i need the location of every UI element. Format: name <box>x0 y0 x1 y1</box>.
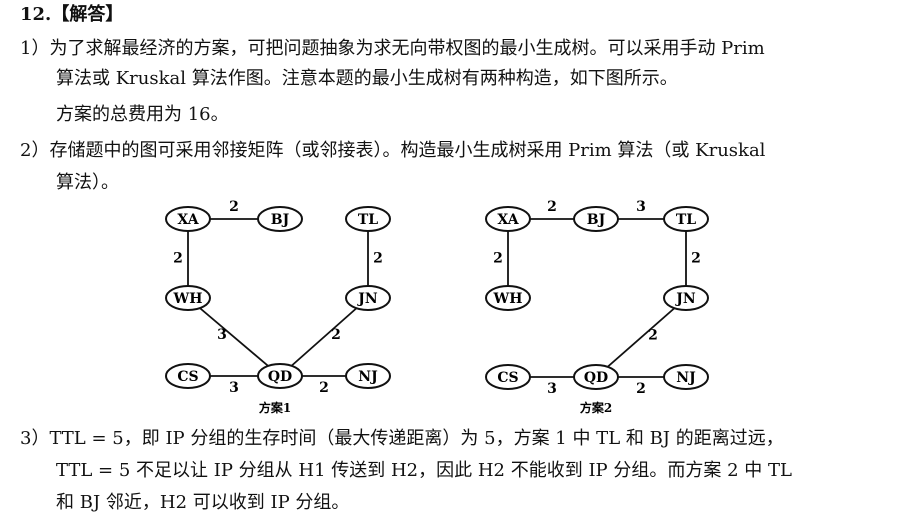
para3-line3: 和 BJ 邻近，H2 可以收到 IP 分组。 <box>56 492 350 513</box>
node-nj <box>663 364 709 390</box>
para1-line2: 算法或 Kruskal 算法作图。注意本题的最小生成树有两种构造，如下图所示。 <box>56 68 678 89</box>
node-label-cs: CS <box>177 369 198 385</box>
edge-weight-tl-jn: 2 <box>373 251 383 267</box>
node-cs <box>485 364 531 390</box>
node-jn <box>663 285 709 311</box>
node-label-xa: XA <box>497 212 519 228</box>
node-tl <box>663 206 709 232</box>
node-label-bj: BJ <box>587 212 606 228</box>
edge-weight-qd-nj: 2 <box>319 380 329 396</box>
edge-weight-xa-bj: 2 <box>229 199 239 215</box>
node-cs <box>165 363 211 389</box>
para1-line3: 方案的总费用为 16。 <box>56 104 229 125</box>
node-label-jn: JN <box>356 291 378 307</box>
node-nj <box>345 363 391 389</box>
node-label-jn: JN <box>674 291 696 307</box>
para3-line2: TTL = 5 不足以让 IP 分组从 H1 传送到 H2，因此 H2 不能收到… <box>56 460 792 481</box>
node-label-tl: TL <box>676 212 696 228</box>
node-bj <box>257 206 303 232</box>
heading: 12.【解答】 <box>20 4 124 25</box>
edge-jn-qd <box>279 297 369 377</box>
node-label-bj: BJ <box>271 212 290 228</box>
node-label-cs: CS <box>497 370 518 386</box>
node-label-xa: XA <box>177 212 199 228</box>
para2-line1: 2）存储题中的图可采用邻接矩阵（或邻接表）。构造最小生成树采用 Prim 算法（… <box>20 140 766 161</box>
edge-weight-xa-bj: 2 <box>547 199 557 215</box>
edge-weight-wh-qd: 3 <box>217 327 227 343</box>
node-jn <box>345 285 391 311</box>
node-tl <box>345 206 391 232</box>
para3-line1: 3）TTL = 5，即 IP 分组的生存时间（最大传递距离）为 5，方案 1 中… <box>20 428 784 449</box>
edge-weight-jn-qd: 2 <box>331 327 341 343</box>
edge-weight-xa-wh: 2 <box>493 251 503 267</box>
edge-weight-bj-tl: 3 <box>636 199 646 215</box>
para1-line1: 1）为了求解最经济的方案，可把问题抽象为求无向带权图的最小生成树。可以采用手动 … <box>20 38 765 59</box>
node-label-qd: QD <box>584 370 608 386</box>
node-qd <box>573 364 619 390</box>
edge-weight-cs-qd: 3 <box>229 380 239 396</box>
edge-jn-qd <box>595 297 687 378</box>
node-qd <box>257 363 303 389</box>
node-label-nj: NJ <box>358 369 378 385</box>
edge-weight-qd-nj: 2 <box>636 381 646 397</box>
node-label-nj: NJ <box>676 370 696 386</box>
node-label-wh: WH <box>493 291 523 307</box>
node-xa <box>165 206 211 232</box>
node-xa <box>485 206 531 232</box>
diagram-caption-1: 方案1 <box>259 400 291 415</box>
node-bj <box>573 206 619 232</box>
para2-line2: 算法）。 <box>56 172 119 193</box>
edge-weight-jn-qd: 2 <box>648 328 658 344</box>
node-wh <box>165 285 211 311</box>
edge-weight-cs-qd: 3 <box>547 381 557 397</box>
node-label-wh: WH <box>173 291 203 307</box>
edge-weight-xa-wh: 2 <box>173 251 183 267</box>
edge-wh-qd <box>187 297 281 377</box>
diagram-caption-2: 方案2 <box>580 400 612 415</box>
edge-weight-tl-jn: 2 <box>691 251 701 267</box>
node-wh <box>485 285 531 311</box>
node-label-qd: QD <box>268 369 292 385</box>
node-label-tl: TL <box>358 212 378 228</box>
